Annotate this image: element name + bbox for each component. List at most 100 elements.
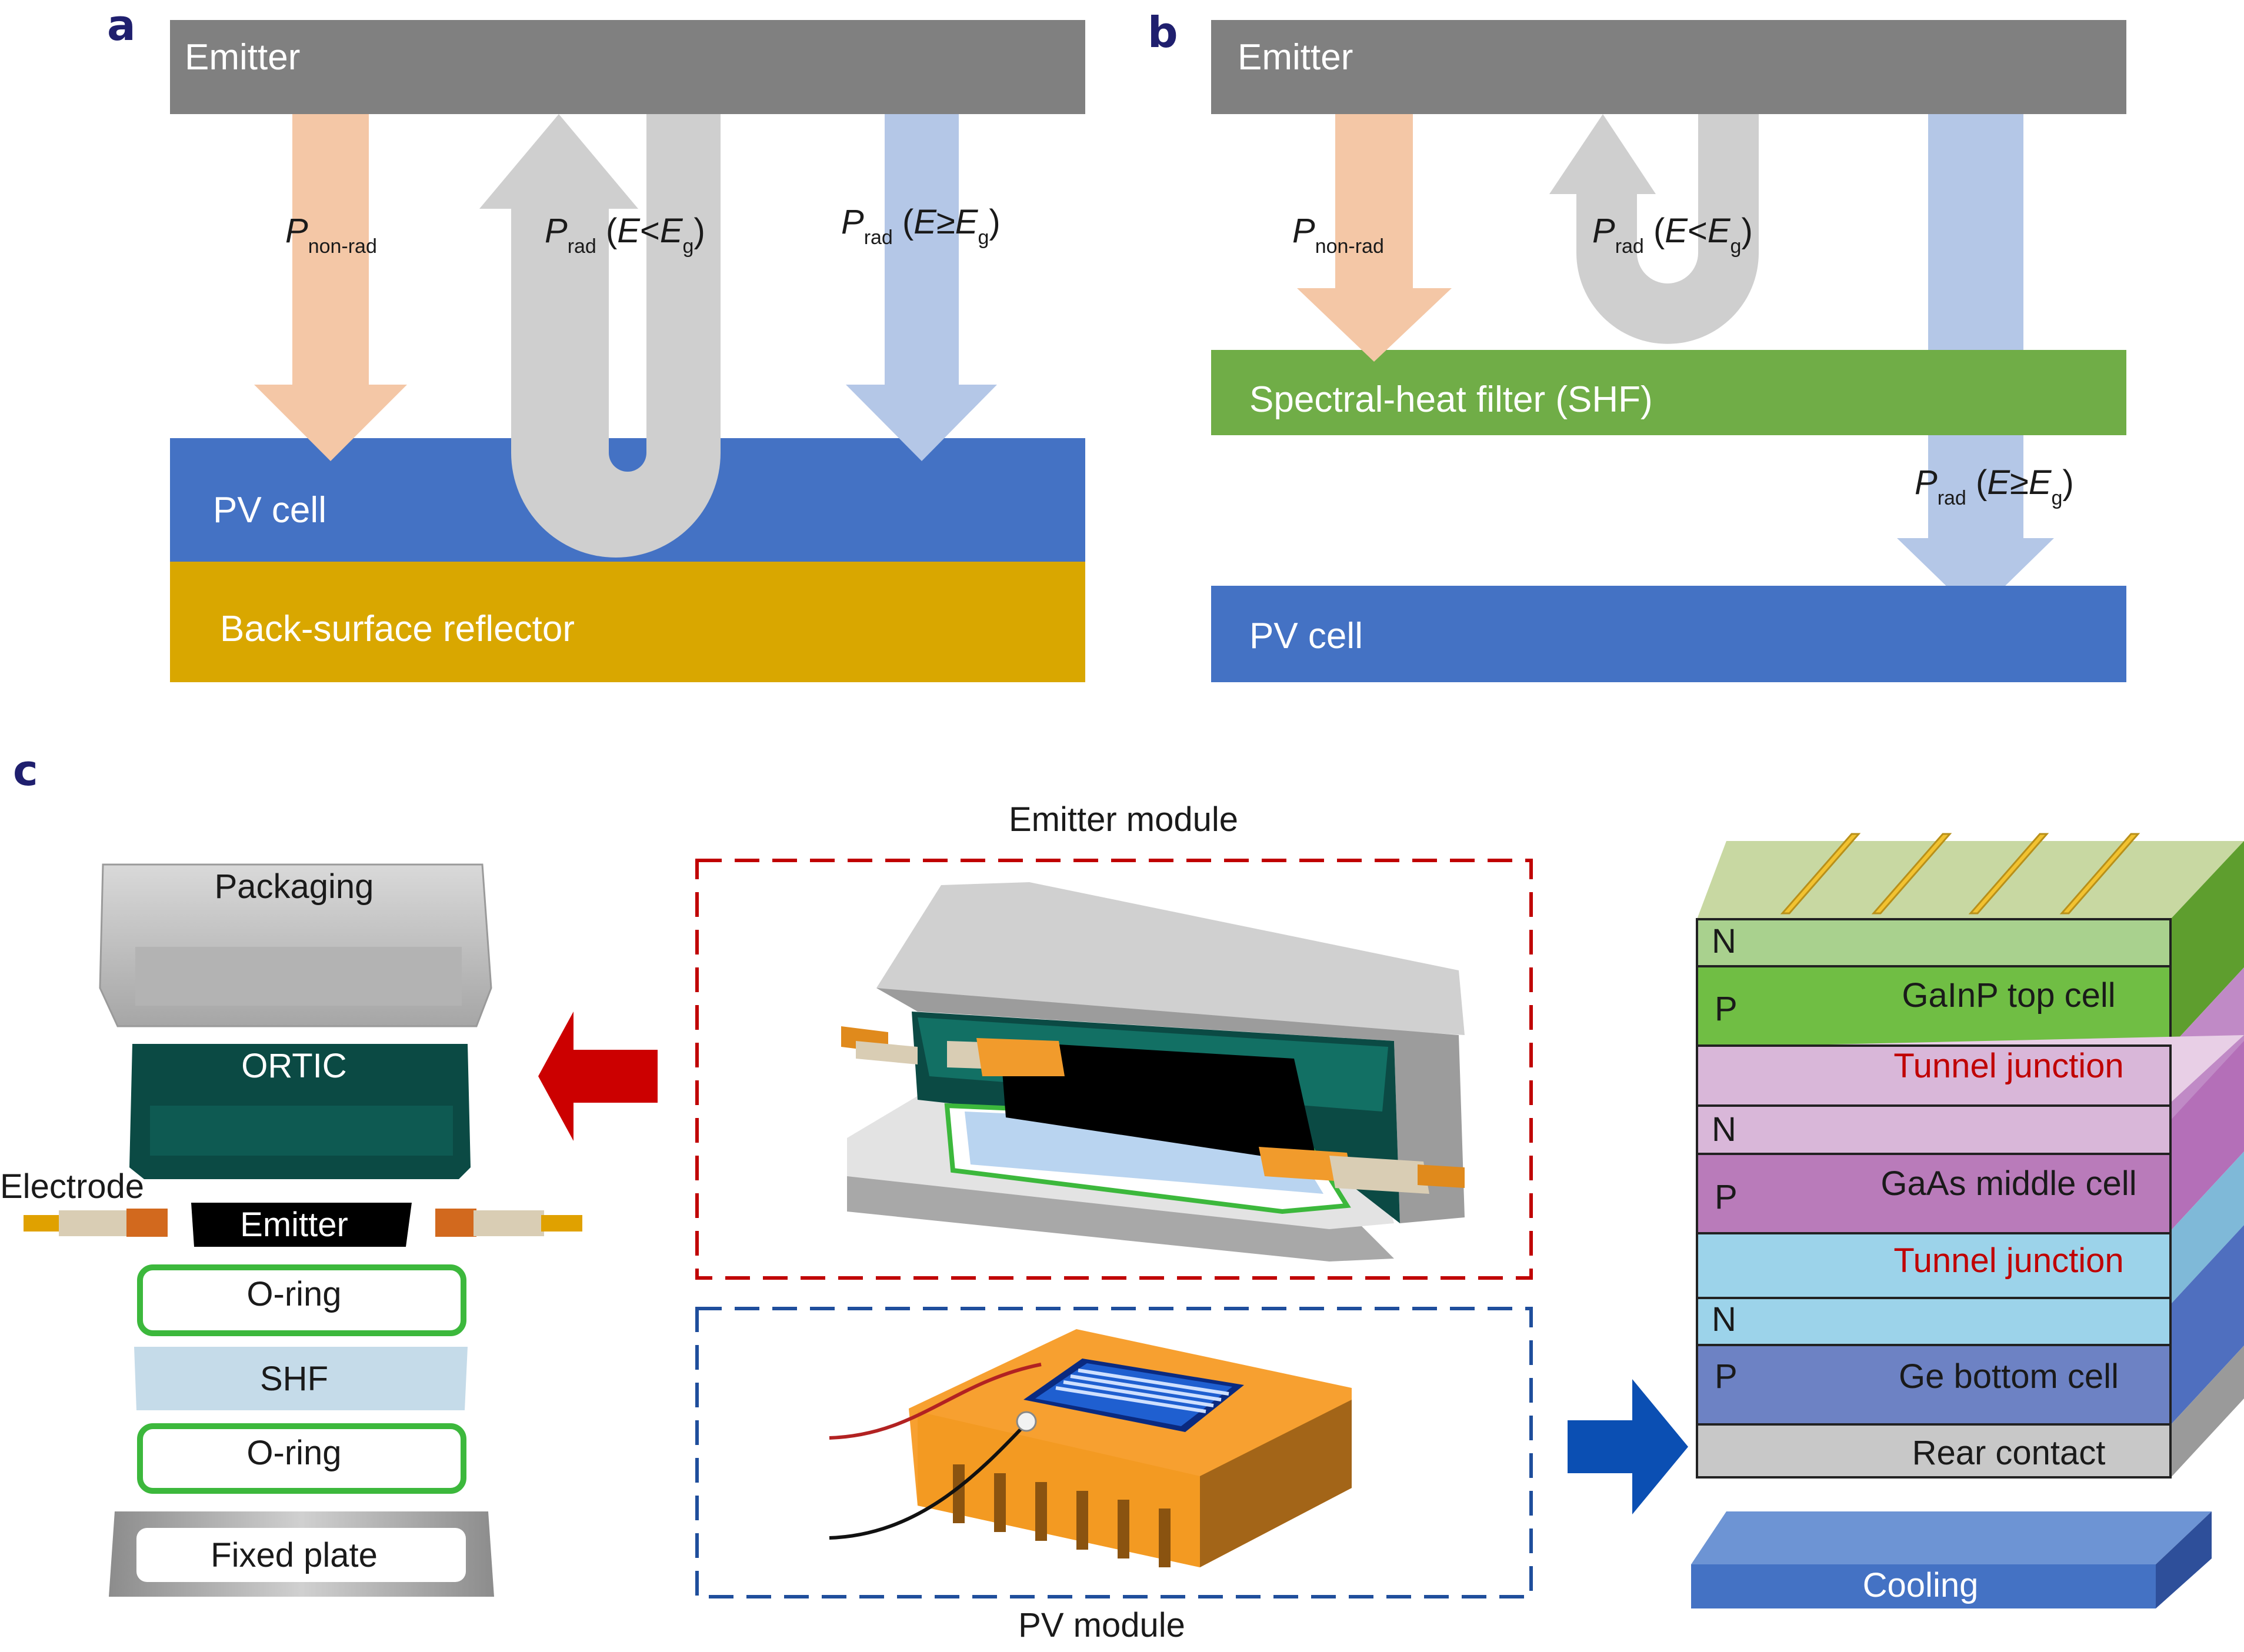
emitter-part [191,1203,412,1247]
layer-tunnel1 [1696,1044,2172,1107]
shf-label: SHF [260,1360,328,1398]
nonrad-arrow-a [254,114,407,461]
emitter-slab-a [170,20,1085,114]
filter-label-b: Spectral-heat filter (SHF) [1249,379,1653,420]
rad-above-open-a: ( [893,203,913,241]
fixed-plate-window [136,1528,466,1582]
rad-below-op-b: < [1688,212,1708,250]
electrode-label: Electrode [0,1167,144,1206]
nonrad-sub-b: non-rad [1315,235,1384,258]
rad-above-label-b: Prad (E≥Eg) [1915,463,2074,509]
pv-cell-label-a: PV cell [213,490,326,530]
nonrad-label-b: Pnon-rad [1292,212,1384,258]
rad-below-egsub-a: g [683,235,694,258]
emitter-label-a: Emitter [185,37,300,78]
layer-n1 [1696,918,2172,967]
rad-below-close-a: ) [693,212,705,250]
rad-below-main-b: P [1592,212,1615,250]
rad-above-egsub-b: g [2051,487,2062,509]
pv-cell-label-b: PV cell [1249,616,1363,656]
rad-below-op-a: < [640,212,660,250]
panel-c: c Packaging ORTIC Electrode [0,746,2244,1644]
tunnel2-label: Tunnel junction [1893,1241,2123,1280]
rad-above-e-a: E [913,203,937,241]
pv-module-box [695,1307,1533,1598]
electrode-left [24,1209,168,1237]
rad-below-eg-b: E [1708,212,1731,250]
emitter-slab-b [1211,20,2126,114]
panel-letter-c: c [13,746,38,795]
red-arrow [538,1012,658,1141]
rad-above-open-b: ( [1966,463,1987,502]
n3-label: N [1712,1300,1736,1339]
electrode-right [435,1209,582,1237]
nonrad-main-b: P [1292,212,1315,250]
nonrad-arrow-b [1297,114,1452,362]
cooling-side [2156,1511,2212,1608]
oring-top-part [137,1264,466,1336]
rad-above-arrow-a [846,114,997,461]
layer-p3 [1696,1344,2172,1426]
layer-rear-contact [1696,1423,2172,1479]
tunnel1-label: Tunnel junction [1893,1047,2123,1085]
rad-above-egsub-a: g [978,226,989,249]
emitter-label-b: Emitter [1238,37,1353,78]
rad-above-op-b: ≥ [2010,463,2029,502]
ortic-inner [150,1106,453,1156]
pv-module-illustration [829,1329,1352,1567]
cooling-front [1691,1564,2156,1608]
emitter-module-box [695,859,1533,1280]
p2-label: P [1715,1178,1738,1216]
rad-above-sub-a: rad [864,226,893,249]
rad-below-egsub-b: g [1730,235,1742,258]
rad-below-label-a: Prad (E<Eg) [545,212,705,258]
middle-cell-label: GaAs middle cell [1880,1164,2136,1203]
cooling-label: Cooling [1863,1566,1979,1604]
filter-slab-b [1211,350,2126,435]
cell-stack: N P GaInP top cell Tunnel junction N P G… [1691,833,2244,1608]
rad-above-main-b: P [1915,463,1938,502]
rad-above-eg-a: E [955,203,979,241]
oring-top-label: O-ring [246,1275,341,1313]
layer-p2 [1696,1153,2172,1234]
layer-n3 [1696,1297,2172,1346]
rear-contact-label: Rear contact [1912,1434,2106,1472]
packaging-label: Packaging [215,867,374,906]
rad-below-e-a: E [617,212,641,250]
rad-below-sub-b: rad [1615,235,1644,258]
rad-above-e-b: E [1987,463,2010,502]
pv-cell-slab-b [1211,586,2126,682]
rad-above-eg-b: E [2029,463,2052,502]
cell-top-face [1697,841,2244,919]
fixed-plate-label: Fixed plate [211,1536,378,1574]
rad-below-u-arrow-a [479,114,721,558]
ortic-label: ORTIC [241,1047,346,1085]
reflector-label-a: Back-surface reflector [220,609,575,649]
emitter-module-illustration [841,882,1465,1261]
rad-below-close-b: ) [1741,212,1752,250]
nonrad-sub-a: non-rad [308,235,377,258]
rad-below-open-b: ( [1644,212,1665,250]
oring-bottom-part [137,1423,466,1494]
rad-below-open-a: ( [596,212,617,250]
exploded-stack: Packaging ORTIC Electrode Emitter [0,863,582,1597]
rad-above-close-a: ) [989,203,1000,241]
panel-b: b Emitter Spectral-heat filter (SHF) PV … [1148,8,2126,682]
p3-label: P [1715,1357,1738,1396]
rad-below-label-b: Prad (E<Eg) [1592,212,1753,258]
panel-letter-a: a [107,1,136,50]
cooling-top [1691,1511,2212,1564]
reflector-slab-a [170,562,1085,682]
rad-above-close-b: ) [2062,463,2073,502]
pv-module-label: PV module [1018,1606,1185,1644]
bottom-cell-label: Ge bottom cell [1899,1357,2119,1396]
rad-above-op-a: ≥ [936,203,955,241]
rad-above-main-a: P [841,203,864,241]
packaging-inner [135,947,462,1006]
rad-above-label-a: Prad (E≥Eg) [841,203,1001,249]
panel-letter-b: b [1148,8,1178,57]
blue-arrow [1568,1379,1688,1514]
rad-below-sub-a: rad [568,235,596,258]
